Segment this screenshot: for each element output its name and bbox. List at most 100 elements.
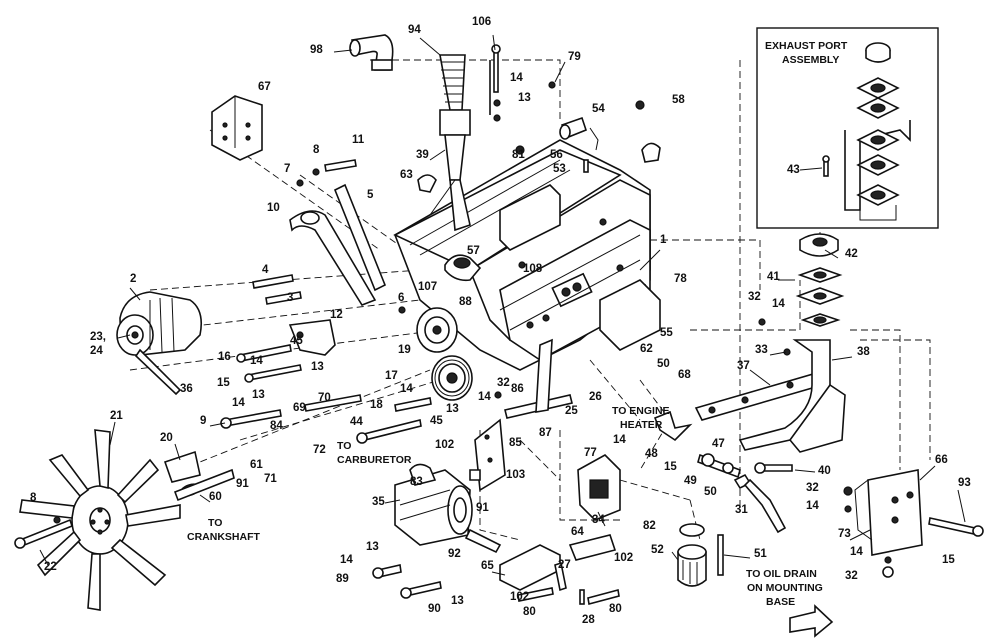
callout-c73: 73: [838, 528, 851, 540]
callout-c13d: 13: [446, 403, 459, 415]
callout-c108: 108: [523, 263, 543, 275]
callout-c57: 57: [467, 245, 480, 257]
callout-c103: 103: [506, 469, 525, 481]
inset-title-line2: ASSEMBLY: [782, 54, 839, 66]
callout-c14j: 14: [340, 554, 353, 566]
callout-c94: 94: [408, 24, 421, 36]
front-brackets: [288, 319, 553, 492]
callout-c13e: 13: [366, 541, 379, 553]
starter-motor: [394, 463, 502, 554]
callout-c13c: 13: [252, 389, 265, 401]
callout-c52: 52: [651, 544, 664, 556]
callout-c14g: 14: [613, 434, 626, 446]
callout-c20: 20: [160, 432, 173, 444]
callout-c4: 4: [262, 264, 269, 276]
callout-c41: 41: [767, 271, 780, 283]
callout-c27: 27: [558, 559, 571, 571]
callout-c81: 81: [512, 149, 525, 161]
callout-c7: 7: [284, 163, 290, 175]
callout-c68: 68: [678, 369, 691, 381]
exhaust-port-assembly-inset: EXHAUST PORT ASSEMBLY: [756, 27, 939, 229]
callout-c69: 69: [293, 402, 306, 414]
callout-c71: 71: [264, 473, 277, 485]
callout-c12: 12: [330, 309, 343, 321]
inset-title-line1: EXHAUST PORT: [765, 40, 848, 52]
callout-c28: 28: [582, 614, 595, 626]
callout-c16: 16: [218, 351, 231, 363]
callout-c13f: 13: [451, 595, 464, 607]
callout-c14e: 14: [232, 397, 245, 409]
callout-c80b: 80: [609, 603, 622, 615]
callout-c89: 89: [336, 573, 349, 585]
callout-c17: 17: [385, 370, 398, 382]
callout-c49: 49: [684, 475, 697, 487]
note-to-oil-drain-3: BASE: [766, 596, 795, 608]
callout-c83: 83: [410, 476, 423, 488]
callout-c88: 88: [459, 296, 472, 308]
callout-c8b: 8: [30, 492, 37, 504]
callout-c45b: 45: [430, 415, 443, 427]
callout-c98: 98: [310, 44, 323, 56]
arrow-base: [789, 604, 834, 638]
mounting-brackets: [372, 534, 620, 605]
alternator-brackets: [289, 183, 387, 306]
callout-c79: 79: [568, 51, 581, 63]
leader-lines: [39, 34, 966, 576]
callout-c10: 10: [267, 202, 280, 214]
callout-c14i: 14: [850, 546, 863, 558]
callout-c15b: 15: [664, 461, 677, 473]
cooling-fan: [19, 429, 181, 611]
engine-block: [393, 139, 661, 371]
callout-c3: 3: [287, 292, 293, 304]
callout-c21: 21: [110, 410, 123, 422]
note-to-carburetor-1: TO: [337, 440, 351, 452]
callout-c91b: 91: [476, 502, 489, 514]
callout-c6: 6: [398, 292, 404, 304]
callout-c50b: 50: [704, 486, 717, 498]
callout-c26: 26: [589, 391, 602, 403]
callout-c14c: 14: [250, 355, 263, 367]
callout-c14f: 14: [478, 391, 491, 403]
callout-c36: 36: [180, 383, 193, 395]
callout-c15c: 15: [942, 554, 955, 566]
callout-c53: 53: [553, 163, 566, 175]
callout-c14h: 14: [806, 500, 819, 512]
callout-c77: 77: [584, 447, 597, 459]
oil-filter-group: [577, 453, 793, 587]
exhaust-manifold: [694, 233, 846, 453]
intake-hose: [429, 54, 471, 232]
crank-pulleys: [416, 307, 473, 401]
callout-c80a: 80: [523, 606, 536, 618]
right-mount-bracket: [843, 469, 984, 578]
callout-c85: 85: [509, 437, 522, 449]
callout-c42: 42: [845, 248, 858, 260]
callout-c38: 38: [857, 346, 870, 358]
callout-c2: 2: [130, 273, 136, 285]
note-to-carburetor-2: CARBURETOR: [337, 454, 412, 466]
callout-c67: 67: [258, 81, 271, 93]
bracket-67: [211, 95, 263, 161]
callout-c50a: 50: [657, 358, 670, 370]
callout-c24: 24: [90, 345, 103, 357]
callout-c64: 64: [571, 526, 584, 538]
callout-c5: 5: [367, 189, 374, 201]
callout-c15a: 15: [217, 377, 230, 389]
callout-c9: 9: [200, 415, 206, 427]
callout-c84: 84: [270, 420, 283, 432]
callout-c39: 39: [416, 149, 429, 161]
callout-c47: 47: [712, 438, 725, 450]
callout-c34: 34: [592, 514, 605, 526]
callout-c56: 56: [550, 149, 563, 161]
callout-c32c: 32: [806, 482, 819, 494]
callout-c66: 66: [935, 454, 948, 466]
callout-c63: 63: [400, 169, 413, 181]
callout-c14d: 14: [400, 383, 413, 395]
callout-c11: 11: [352, 134, 365, 146]
callout-c55: 55: [660, 327, 673, 339]
callout-c107: 107: [418, 281, 437, 293]
callout-c37: 37: [737, 360, 750, 372]
callout-c8a: 8: [313, 144, 320, 156]
callout-c70: 70: [318, 392, 331, 404]
